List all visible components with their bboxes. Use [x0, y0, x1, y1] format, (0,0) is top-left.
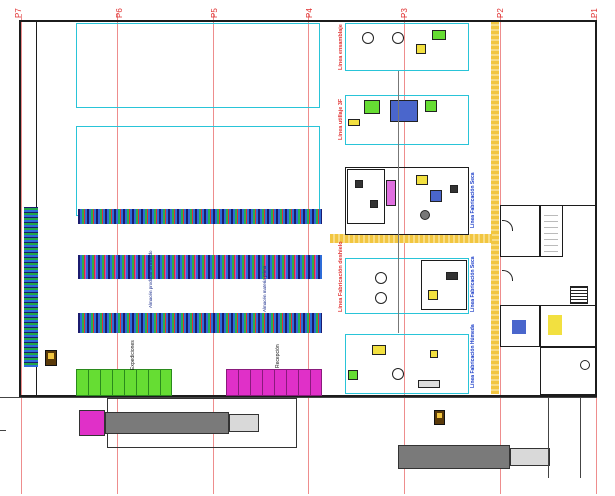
machine-icon — [372, 345, 386, 355]
corridor-horizontal — [330, 234, 492, 243]
gridline — [117, 14, 118, 494]
machine-icon — [364, 100, 380, 114]
machine-icon — [418, 380, 440, 388]
road-line — [548, 398, 549, 478]
rack-row — [78, 313, 322, 333]
service-room-1 — [500, 205, 540, 257]
machine-icon — [430, 190, 442, 202]
gridline — [308, 14, 309, 494]
line-inner-box — [421, 260, 467, 310]
machine-icon — [450, 185, 458, 193]
machine-icon — [430, 350, 438, 358]
line-inner-box-upper — [347, 169, 385, 224]
machine-icon — [375, 272, 387, 284]
forklift-icon — [45, 350, 57, 366]
bottom-edge-line — [0, 397, 597, 398]
machine-icon — [390, 100, 418, 122]
machine-icon — [348, 370, 358, 380]
service-room-2 — [540, 205, 563, 257]
machine-icon — [446, 272, 458, 280]
machine-icon — [392, 32, 404, 44]
line-label-2: Línea utillaje 3F — [338, 98, 344, 140]
line-block-2 — [345, 95, 469, 145]
service-room-5 — [540, 347, 596, 395]
rack-row — [78, 209, 322, 224]
column-label-p1: P1 — [590, 8, 599, 18]
machine-icon — [362, 32, 374, 44]
road-line — [0, 430, 6, 431]
storage-label-a: Almacén producto terminado — [148, 250, 153, 308]
machine-icon — [416, 44, 426, 54]
storage-area-main — [76, 126, 320, 216]
gridline — [21, 14, 22, 494]
gridline — [213, 14, 214, 494]
column-label-p5: P5 — [210, 8, 219, 18]
recepcion-label: Recepción — [275, 344, 281, 368]
expediciones-zone — [76, 369, 172, 396]
service-room-4 — [540, 305, 596, 347]
desk-icon — [548, 315, 562, 335]
service-room-3 — [500, 305, 540, 347]
building-outline — [19, 20, 597, 397]
line-label-3: Línea Fabricación Seca — [470, 172, 476, 228]
column-label-p4: P4 — [305, 8, 314, 18]
toilet-icon — [544, 214, 558, 252]
forklift-icon — [434, 410, 445, 425]
rack-row — [78, 255, 322, 279]
corridor — [491, 22, 499, 394]
machine-icon — [392, 368, 404, 380]
machine-icon — [425, 100, 437, 112]
machine-icon — [375, 292, 387, 304]
left-rack — [24, 207, 38, 367]
road-line — [580, 398, 581, 478]
sink-icon — [580, 360, 590, 370]
machine-icon — [428, 290, 438, 300]
gridline — [404, 14, 405, 494]
machine-icon — [348, 119, 360, 126]
conveyor — [398, 71, 399, 333]
storage-label-b: Almacén materia prima — [262, 265, 267, 312]
line-label-5: Línea Fabricación Seca — [470, 256, 476, 312]
machine-icon — [386, 180, 396, 206]
machine-icon — [420, 210, 430, 220]
truck-icon — [79, 410, 289, 438]
line-block-3 — [345, 167, 469, 235]
line-label-1: Línea ensamblaje — [338, 24, 344, 70]
machine-icon — [370, 200, 378, 208]
line-block-5 — [345, 334, 469, 394]
line-block-1 — [345, 23, 469, 71]
machine-icon — [355, 180, 363, 188]
line-block-4 — [345, 258, 469, 314]
storage-area-top — [76, 23, 320, 108]
line-label-4: Línea Fabricación deshielo — [338, 241, 344, 312]
recepcion-zone — [226, 369, 322, 396]
stairs-icon — [570, 286, 588, 304]
truck-icon — [398, 445, 553, 471]
desk-icon — [512, 320, 526, 334]
expediciones-label: Expediciones — [130, 340, 136, 370]
machine-icon — [432, 30, 446, 40]
machine-icon — [416, 175, 428, 185]
line-label-6: Línea Fabricación Húmeda — [470, 324, 476, 388]
